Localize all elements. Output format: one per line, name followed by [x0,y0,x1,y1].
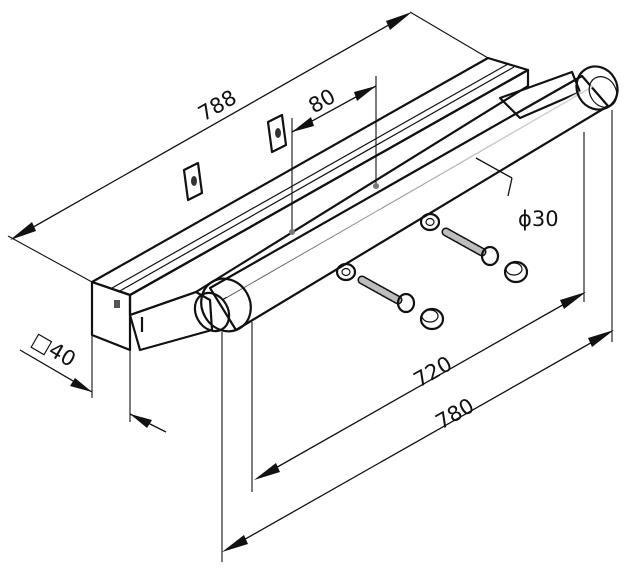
left-end-cap [200,277,252,333]
dimension-80-label: 80 [304,84,339,118]
dimension-788-label: 788 [194,85,241,126]
end-face-slot [114,300,120,308]
dimension-profile-label: □40 [27,328,79,372]
dimension-diameter-label: ϕ30 [518,207,559,231]
washer-front [335,262,357,282]
dimension-788: 788 [7,11,489,283]
dimension-780: 780 [221,110,614,562]
dimension-780-label: 780 [431,393,478,434]
tube-body [208,74,610,332]
right-end-cap [575,65,619,111]
dimension-720-label: 720 [409,351,456,392]
screw-front [357,275,416,314]
tube-handle [128,65,619,352]
aluminium-profile [90,56,530,352]
slot-nut-right [266,113,288,154]
profile-end-face [90,280,132,352]
screw-back [441,227,500,267]
dimension-profile: □40 [19,328,167,433]
cap-back [503,260,529,284]
dimension-80: 80 [289,76,379,235]
cap-front [419,307,445,331]
dimension-diameter: ϕ30 [475,157,559,231]
left-end-cap-face [193,291,231,333]
washer-back [419,212,441,232]
left-bracket [128,290,214,352]
slot-nut-left [182,161,204,202]
